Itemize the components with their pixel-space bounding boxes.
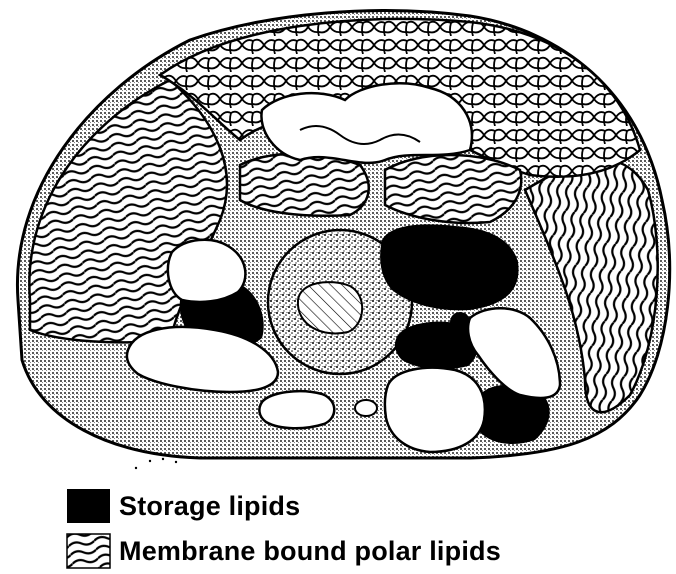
membrane-lipid-swatch xyxy=(66,533,111,569)
left-organ xyxy=(168,240,246,302)
right-paraspinal-muscle xyxy=(385,155,521,223)
legend-label-membrane: Membrane bound polar lipids xyxy=(119,536,501,567)
legend-label-storage: Storage lipids xyxy=(119,491,300,522)
left-paraspinal-muscle xyxy=(240,154,369,216)
lower-center-organ xyxy=(385,368,485,452)
legend-membrane-lipids: Membrane bound polar lipids xyxy=(66,533,501,569)
small-vessel xyxy=(355,400,377,416)
storage-lipid-swatch xyxy=(66,488,111,524)
bottom-left-organ xyxy=(259,391,334,428)
legend-storage-lipids: Storage lipids xyxy=(66,488,300,524)
central-organ xyxy=(261,83,471,163)
